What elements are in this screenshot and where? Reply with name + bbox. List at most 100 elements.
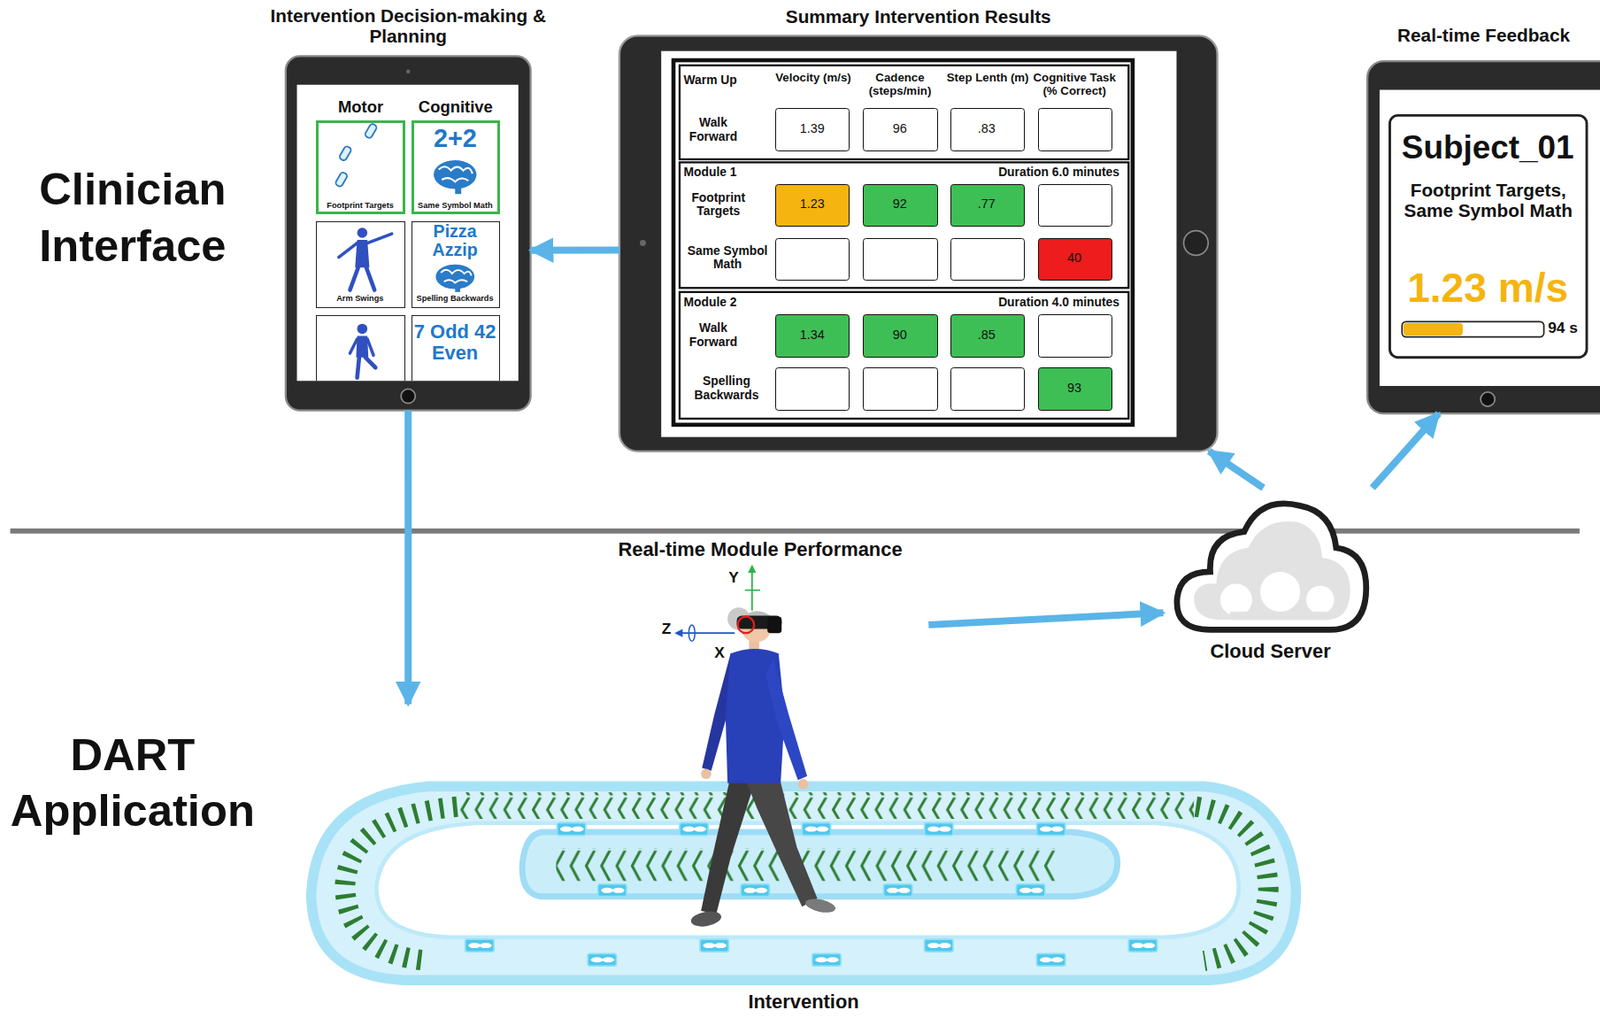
table-cell: 1.34 [775,314,850,357]
task-tile: Footprint Targets [315,120,405,215]
footprint-target [740,884,770,897]
person-figure [700,769,712,780]
node-text: Footprint Targets [318,200,401,210]
table-label: Duration 6.0 minutes [969,165,1120,180]
figure-icon [366,267,375,290]
footprint-target [801,823,831,836]
flow-arrow [1372,413,1439,488]
tablet-panel: Real-time FeedbackSubject_01Footprint Ta… [1367,61,1600,414]
footprint-target [601,956,615,962]
person-figure [689,607,837,929]
table-label: Cadence (steps/min) [851,71,950,99]
footprint-target [884,884,913,897]
footprint-target [826,956,839,962]
footprint-target [1037,823,1066,836]
task-tile: Pizza AzzipSpelling Backwards [411,221,500,308]
figure-icon [338,243,358,258]
table-label: Cognitive Task (% Correct) [1025,71,1124,99]
table-label: Module 2 [684,295,786,310]
table-label: Footprint Targets [681,191,755,219]
cloud-shape [1168,487,1373,639]
footprint-target [924,938,954,952]
footprint-target [815,826,829,832]
footprint-target [679,823,708,836]
axis-marks [674,629,683,638]
footprint-target [714,942,727,948]
footprint-target [465,938,494,952]
cell-value: .77 [951,196,1024,211]
cell-value: 1.34 [776,327,848,342]
footprint-target [702,942,716,948]
table-cell: .83 [950,107,1025,151]
footprint-target [598,884,627,897]
cell-value: 40 [1038,250,1111,265]
footprint-target [700,938,729,952]
task-tile: 2+2Same Symbol Math [411,120,500,215]
node-text: Pizza Azzip [412,222,499,259]
flow-arrow [1208,451,1263,489]
footprint-icons [334,123,377,188]
axis-marks [674,564,761,642]
axis-label: Z [658,620,675,638]
feedback-tablet [1379,90,1600,387]
table-cell: 92 [862,184,938,227]
table-cell: 93 [1038,367,1113,410]
brain-icon [454,285,461,293]
footprint-target [740,884,770,897]
footprint-target [1039,826,1053,832]
cloud-shape [1260,571,1300,612]
person-figure [700,776,755,915]
node-text: Spelling Backwards [412,293,499,303]
figure-icon [350,323,377,378]
table-label: Spelling Backwards [681,374,771,402]
footprint-target [1037,953,1066,966]
footprint-target [898,887,911,893]
footprint-target [927,826,940,832]
flow-arrow [404,410,412,705]
planning-tablet [285,55,531,410]
cloud-shape [1220,584,1253,616]
footprint-target [1128,938,1157,952]
figure-icon [357,227,369,239]
footprint-target [924,823,954,836]
table-cell: 1.39 [775,107,850,151]
node-text: Footprint Targets, Same Symbol Math [1389,179,1587,221]
figure-icon [367,233,393,243]
footprint-target [924,823,954,836]
node-text: Subject_01 [1385,129,1591,166]
table-cell: .77 [950,184,1025,227]
cell-value: .85 [951,327,1024,342]
planning-tablet [406,69,411,74]
footprint-target [744,887,757,893]
person-figure [804,896,838,916]
footprint-target [1037,823,1066,836]
footprint-target [812,953,841,966]
table-cell: 90 [862,314,938,357]
cloud-shape [1230,611,1331,620]
headset-unit: Real-time Module Performance [592,538,930,664]
person-figure [689,908,723,929]
cell-value: 1.39 [776,121,848,136]
figure-icon [350,338,358,354]
brain-icon [438,166,473,182]
axis-marks [688,624,695,641]
node-text: Arm Swings [316,293,403,303]
footprint-target [587,953,616,966]
footprint-target [571,826,585,832]
node-text: 2+2 [414,123,497,153]
summary-tablet [1184,230,1209,256]
table-cell [775,238,850,281]
planning-tablet [285,55,531,410]
table-label: Velocity (m/s) [764,71,863,85]
footprint-target [805,826,818,832]
axis-label: Y [725,569,742,586]
table-label: Duration 4.0 minutes [969,295,1120,310]
cell-value: 1.23 [776,196,848,211]
footprint-icons [338,145,353,162]
footprint-target [693,826,707,832]
figure-icon [350,267,359,290]
planning-tablet [297,84,519,382]
brain-icon [435,264,475,290]
